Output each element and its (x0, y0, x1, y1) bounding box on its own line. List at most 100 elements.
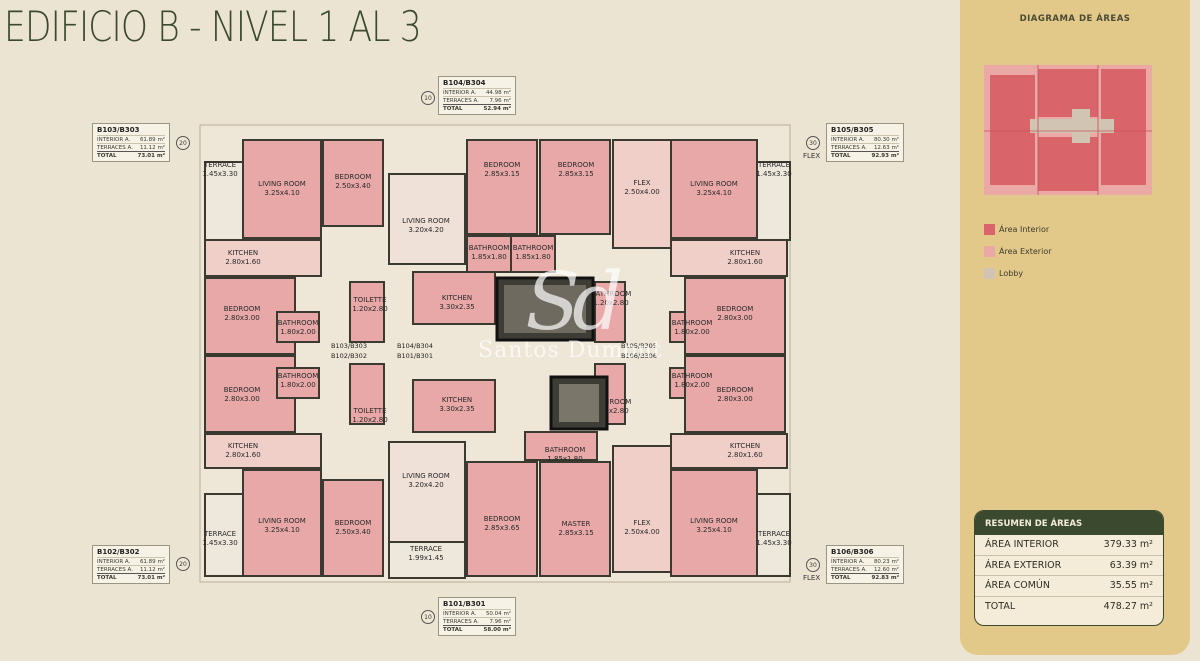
room-shape (670, 433, 788, 469)
unit-code-label: B103/B303 (331, 342, 367, 350)
room-shape (412, 271, 496, 325)
room-dimensions: 1.45x3.30 (202, 170, 237, 178)
room-dimensions: 2.85x3.15 (558, 529, 593, 537)
room-name: LIVING ROOM (258, 517, 306, 525)
room-dimensions: 1.80x2.00 (674, 381, 709, 389)
legend-swatch (984, 245, 995, 257)
room-dimensions: 3.25x4.10 (696, 526, 731, 534)
room-name: BEDROOM (335, 519, 372, 527)
room-name: MASTER (562, 520, 591, 528)
stair-core-inner (504, 285, 586, 333)
room-dimensions: 2.80x3.00 (224, 314, 259, 322)
room-name: TERRACE (757, 530, 790, 538)
unit-badge: 10 (421, 91, 435, 105)
room-shape (594, 281, 626, 343)
unit-card-row: INTERIOR A.44.98 m² (443, 88, 511, 96)
room-name: LIVING ROOM (258, 180, 306, 188)
room-shape (756, 493, 791, 577)
room-shape (466, 139, 538, 235)
room-dimensions: 2.80x3.00 (717, 314, 752, 322)
unit-card-id: B106/B306 (831, 548, 874, 556)
room-shape (539, 139, 611, 235)
room-name: TERRACE (203, 530, 236, 538)
flex-tag: FLEX (803, 574, 821, 582)
unit-card-id: B102/B302 (97, 548, 140, 556)
panel-title: DIAGRAMA DE ÁREAS (1019, 14, 1131, 24)
room-dimensions: 1.85x1.80 (471, 253, 506, 261)
room-dimensions: 2.80x1.60 (225, 451, 260, 459)
unit-badge: 30 (806, 558, 820, 572)
room-dimensions: 3.20x4.20 (408, 481, 443, 489)
room-name: BEDROOM (224, 386, 261, 394)
room-name: BEDROOM (484, 515, 521, 523)
room-name: TOILETTE (352, 296, 386, 304)
legend-item-exterior: Área Exterior (984, 240, 1052, 262)
room-shape (524, 431, 598, 461)
room-name: TERRACE (757, 161, 790, 169)
room-name: KITCHEN (442, 396, 472, 404)
room-shape (322, 139, 384, 227)
area-diagram (984, 65, 1152, 195)
room-name: LIVING ROOM (402, 217, 450, 225)
room-dimensions: 2.80x3.00 (717, 395, 752, 403)
unit-card-row: TERRACES A.12.60 m² (831, 565, 899, 573)
room-name: KITCHEN (730, 249, 760, 257)
diagram-interior-mid-bottom (1038, 137, 1098, 191)
legend-swatch (984, 267, 995, 279)
room-dimensions: 1.20x2.80 (352, 305, 387, 313)
room-name: BEDROOM (717, 305, 754, 313)
unit-card-b103: B103/B303 INTERIOR A.61.89 m² TERRACES A… (92, 123, 170, 162)
room-shape (756, 161, 791, 241)
diagram-lobby-core (1072, 109, 1090, 143)
room-shape (204, 433, 322, 469)
page-title: EDIFICIO B - NIVEL 1 AL 3 (4, 2, 422, 51)
unit-badge: 20 (176, 557, 190, 571)
unit-card-id: B101/B301 (443, 600, 486, 608)
unit-card-row: INTERIOR A.50.04 m² (443, 609, 511, 617)
room-name: BATHROOM (278, 319, 319, 327)
unit-card-b104: B104/B304 INTERIOR A.44.98 m² TERRACES A… (438, 76, 516, 115)
watermark-monogram: Sd (525, 255, 623, 348)
room-name: BEDROOM (484, 161, 521, 169)
room-dimensions: 1.45x3.30 (756, 170, 791, 178)
room-name: LIVING ROOM (690, 180, 738, 188)
room-name: BATHROOM (469, 244, 510, 252)
room-name: BATHROOM (591, 398, 632, 406)
unit-code-label: B102/B302 (331, 352, 367, 360)
room-dimensions: 1.45x3.30 (202, 539, 237, 547)
room-name: BATHROOM (278, 372, 319, 380)
room-shape (670, 139, 758, 239)
room-name: KITCHEN (228, 249, 258, 257)
unit-badge: 20 (176, 136, 190, 150)
unit-card-id: B105/B305 (831, 126, 874, 134)
unit-badge: 10 (421, 610, 435, 624)
unit-card-row: INTERIOR A.61.89 m² (97, 557, 165, 565)
room-name: FLEX (633, 519, 650, 527)
areas-panel: DIAGRAMA DE ÁREAS Área Interior Área Ext… (960, 0, 1190, 655)
unit-code-label: B104/B304 (397, 342, 433, 350)
room-name: KITCHEN (228, 442, 258, 450)
room-shape (349, 363, 385, 425)
room-shape (204, 239, 322, 277)
room-dimensions: 2.80x1.60 (727, 258, 762, 266)
room-name: BEDROOM (335, 173, 372, 181)
room-dimensions: 1.80x2.00 (280, 381, 315, 389)
room-dimensions: 2.50x4.00 (624, 188, 659, 196)
legend: Área Interior Área Exterior Lobby (984, 218, 1052, 284)
room-name: BATHROOM (591, 290, 632, 298)
room-shape (670, 469, 758, 577)
elevator-core-inner (559, 384, 599, 422)
room-dimensions: 1.85x1.80 (515, 253, 550, 261)
summary-title: RESUMEN DE ÁREAS (975, 511, 1163, 535)
room-shape (242, 139, 322, 239)
room-shape (322, 479, 384, 577)
unit-card-id: B103/B303 (97, 126, 140, 134)
